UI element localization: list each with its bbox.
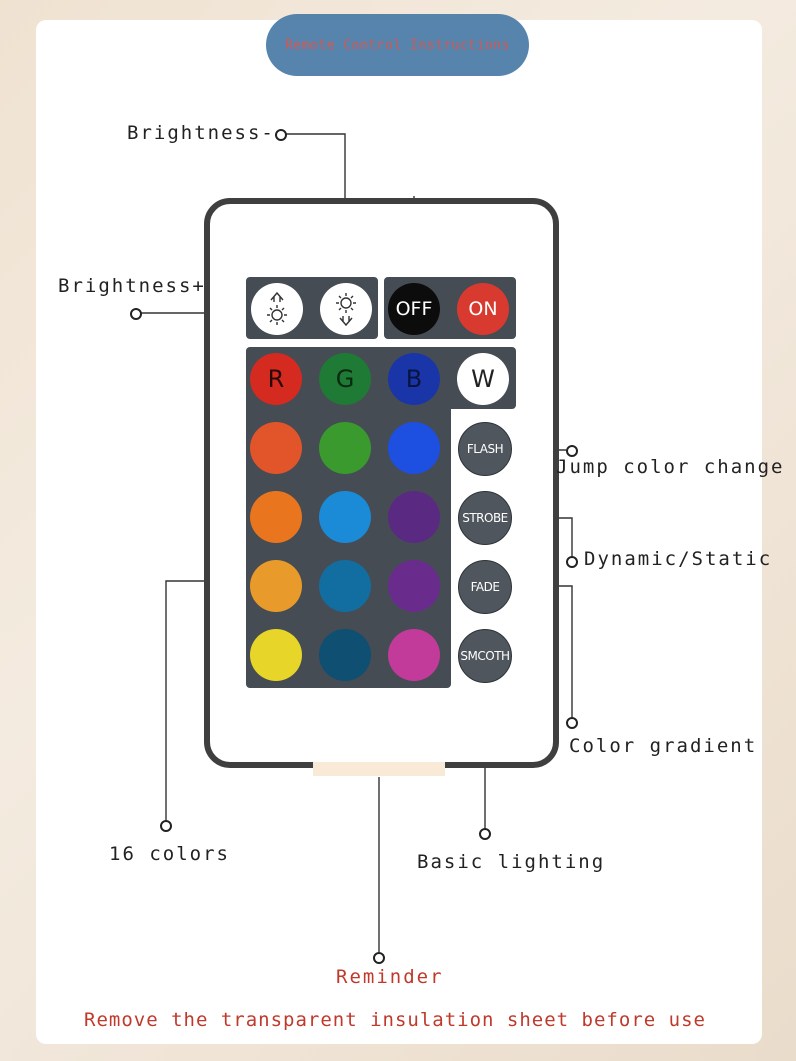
off-button[interactable]: OFF: [388, 283, 440, 335]
callout-dot: [566, 717, 578, 729]
strobe-button[interactable]: STROBE: [458, 491, 512, 545]
color-button[interactable]: [319, 422, 371, 474]
color-button[interactable]: [250, 629, 302, 681]
brightness-down-button[interactable]: [320, 283, 372, 335]
color-button[interactable]: [250, 422, 302, 474]
color-button[interactable]: [388, 560, 440, 612]
flash-button[interactable]: FLASH: [458, 422, 512, 476]
white-button[interactable]: W: [457, 353, 509, 405]
reminder-label: Reminder: [336, 966, 444, 988]
callout-dot: [566, 556, 578, 568]
brightness-up-icon: [267, 291, 287, 325]
basic-lighting-label: Basic lighting: [417, 851, 606, 873]
color-button[interactable]: [319, 491, 371, 543]
color-button[interactable]: [388, 629, 440, 681]
brightness-minus-label: Brightness-: [127, 122, 275, 144]
blue-button[interactable]: B: [388, 353, 440, 405]
callout-dot: [130, 308, 142, 320]
fade-button[interactable]: FADE: [458, 560, 512, 614]
color-button[interactable]: [319, 560, 371, 612]
color-gradient-label: Color gradient: [569, 735, 758, 757]
remove-sheet-notice: Remove the transparent insulation sheet …: [84, 1009, 706, 1031]
color-button[interactable]: [388, 491, 440, 543]
color-button[interactable]: [250, 560, 302, 612]
dynamic-static-label: Dynamic/Static: [584, 548, 773, 570]
callout-dot: [479, 828, 491, 840]
callout-dot: [160, 820, 172, 832]
color-button[interactable]: [319, 629, 371, 681]
on-button[interactable]: ON: [457, 283, 509, 335]
page-title: Remote Control Instructions: [266, 14, 529, 76]
color-button[interactable]: [388, 422, 440, 474]
brightness-down-icon: [336, 293, 356, 327]
sixteen-colors-label: 16 colors: [109, 843, 230, 865]
brightness-up-button[interactable]: [251, 283, 303, 335]
insulation-tab: [313, 762, 445, 776]
callout-dot: [566, 445, 578, 457]
callout-dot: [373, 952, 385, 964]
callout-dot: [275, 129, 287, 141]
jump-color-change-label: Jump color change: [556, 456, 785, 478]
smooth-button[interactable]: SMCOTH: [458, 629, 512, 683]
brightness-plus-label: Brightness+: [58, 275, 206, 297]
red-button[interactable]: R: [250, 353, 302, 405]
green-button[interactable]: G: [319, 353, 371, 405]
color-button[interactable]: [250, 491, 302, 543]
